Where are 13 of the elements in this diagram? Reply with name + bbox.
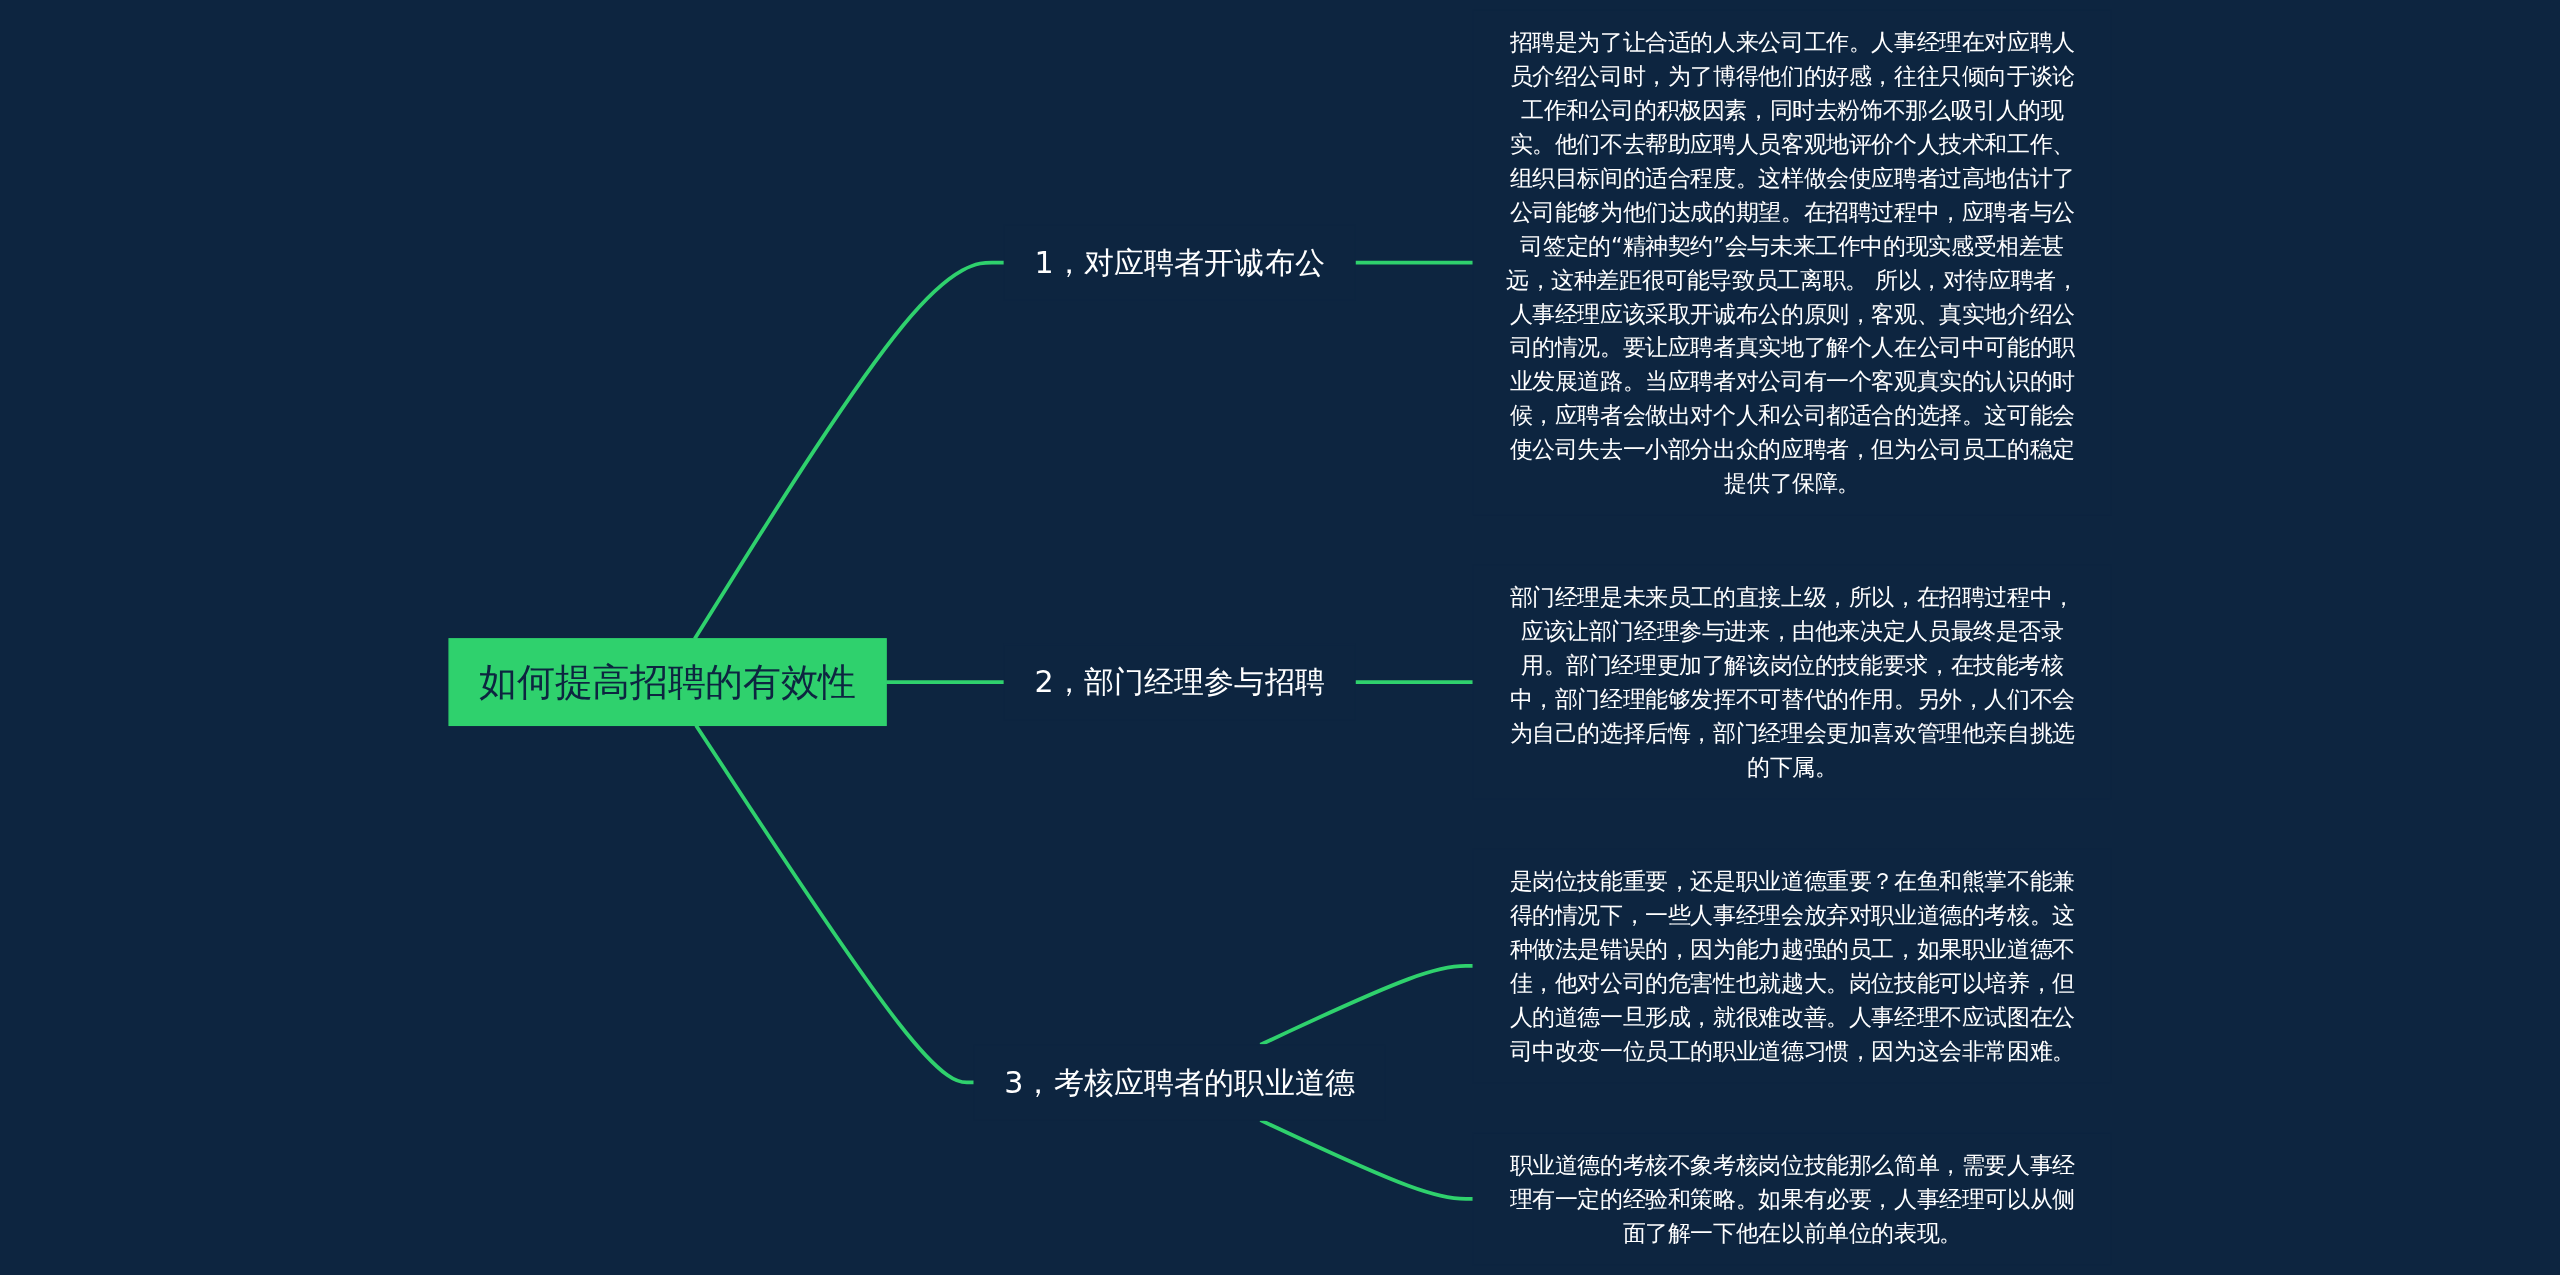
node-text: 招聘是为了让合适的人来公司工作。人事经理在对应聘人员介绍公司时，为了博得他们的好感，往往只倾向于谈论工作和公司的积极因素，同时去粉饰不那么吸引人的现实。他们不去帮助应聘人员客观地评价个人技术和工作、组织目标间的适合程度。这样做会使应聘者过高地估计了公司能够为他们达成的期望。在招聘过程中，应聘者与公司签定的“精神契约”会与未来工作中的现实感受相差甚远，这种差距很可能导致员工离职。 所以，对待应聘者，人事经理应该采取开诚布公的原则，客观、真实地介绍公司的情况。要让应聘者真实地了解个人在公司中可能的职业发展道路。当应聘者对公司有一个客观真实的认识的时候，应聘者会做出对个人和公司都适合的选择。这可能会使公司失去一小部分出众的应聘者，但为公司员工的稳定提供了保障。: [1505, 28, 2079, 497]
node-text: 2，部门经理参与招聘: [1034, 664, 1325, 700]
connector: [1354, 260, 1473, 265]
connector: [886, 680, 1005, 684]
node-text: 3，考核应聘者的职业道德: [1004, 1064, 1355, 1101]
node-text: 是岗位技能重要，还是职业道德重要？在鱼和熊掌不能兼得的情况下，一些人事经理会放弃对职业道德的考核。这种做法是错误的，因为能力越强的员工，如果职业道德不佳，他对公司的危害性也就越大。岗位技能可以培养，但人的道德一旦形成，就很难改善。人事经理不应试图在公司中改变一位员工的职业道德习惯，因为这会非常困难。: [1509, 867, 2075, 1064]
node-box: 如何提高招聘的有效性: [448, 638, 887, 727]
connector: [692, 260, 1005, 640]
connector: [694, 724, 974, 1085]
node-text: 部门经理是未来员工的直接上级，所以，在招聘过程中，应该让部门经理参与进来，由他来决定人员最终是否录用。部门经理更加了解该岗位的技能要求，在技能考核中，部门经理能够发挥不可替代的作用。另外，人们不会为自己的选择后悔，部门经理会更加喜欢管理他亲自挑选的下属。: [1509, 584, 2075, 781]
node-text: 职业道德的考核不象考核岗位技能那么简单，需要人事经理有一定的经验和策略。如果有必要，人事经理可以从侧面了解一下他在以前单位的表现。: [1509, 1151, 2075, 1247]
node-text: 1，对应聘者开诚布公: [1034, 244, 1325, 281]
connector: [1354, 680, 1473, 684]
